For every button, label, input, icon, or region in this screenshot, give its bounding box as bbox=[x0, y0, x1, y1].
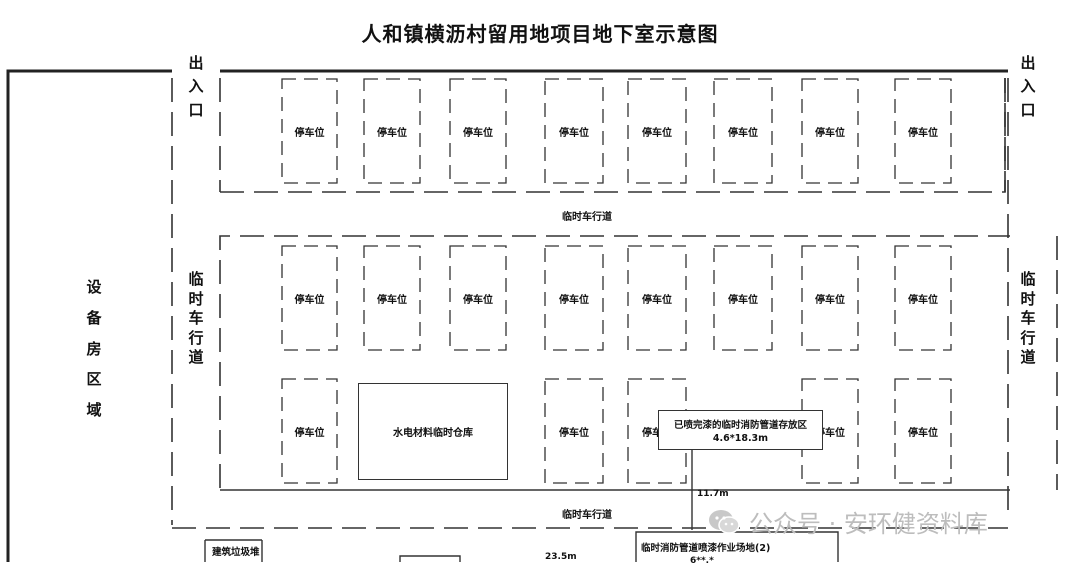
parking-space-label: 停车位 bbox=[294, 428, 325, 439]
garbage-label: 建筑垃圾堆 bbox=[212, 547, 260, 558]
parking-space-label: 停车位 bbox=[463, 128, 493, 139]
parking-space bbox=[894, 78, 952, 184]
parking-space-label: 停车位 bbox=[559, 428, 589, 439]
parking-space-label: 停车位 bbox=[815, 295, 845, 306]
entrance-right-label: 出入口 bbox=[1020, 54, 1036, 119]
parking-space-label: 停车位 bbox=[294, 295, 325, 306]
parking-space bbox=[363, 78, 421, 184]
parking-space bbox=[449, 78, 507, 184]
wechat-icon bbox=[709, 509, 740, 534]
dimension-23-5: 23.5m bbox=[545, 552, 577, 562]
lane-right-label: 临时车行道 bbox=[1020, 270, 1036, 366]
parking-space bbox=[544, 78, 604, 184]
parking-space-label: 停车位 bbox=[642, 295, 672, 306]
parking-space-label: 停车位 bbox=[908, 295, 938, 306]
parking-space-label: 停车位 bbox=[728, 128, 758, 139]
watermark: 公众号 · 安环健资料库 bbox=[707, 504, 988, 539]
spray-area-box bbox=[635, 531, 839, 562]
warehouse-box: 水电材料临时仓库 bbox=[358, 383, 508, 480]
parking-space-label: 停车位 bbox=[294, 128, 325, 139]
zone-top-boundary bbox=[220, 78, 1006, 193]
lane-bottom-label: 临时车行道 bbox=[562, 510, 612, 521]
pipe-storage-box: 已喷完漆的临时消防管道存放区 4.6*18.3m bbox=[658, 410, 823, 450]
parking-space-label: 停车位 bbox=[908, 428, 938, 439]
spray-area-label: 临时消防管道喷漆作业场地(2) bbox=[641, 543, 771, 554]
parking-space bbox=[449, 245, 507, 351]
parking-space bbox=[281, 245, 338, 351]
parking-space-label: 停车位 bbox=[642, 128, 672, 139]
pipe-storage-line2: 4.6*18.3m bbox=[712, 433, 769, 444]
lane-top-label: 临时车行道 bbox=[562, 212, 612, 223]
parking-space-label: 停车位 bbox=[463, 295, 493, 306]
parking-space bbox=[281, 78, 338, 184]
parking-space bbox=[801, 78, 859, 184]
parking-space bbox=[544, 245, 604, 351]
parking-space-label: 停车位 bbox=[815, 128, 845, 139]
parking-space-label: 停车位 bbox=[815, 428, 845, 439]
parking-space-label: 停车位 bbox=[559, 128, 589, 139]
pipe-storage-line1: 已喷完漆的临时消防管道存放区 bbox=[673, 420, 807, 431]
spray-area-value: 6**.* bbox=[690, 556, 714, 566]
parking-space bbox=[363, 245, 421, 351]
lower-center-box bbox=[399, 555, 461, 562]
parking-space-label: 停车位 bbox=[728, 295, 758, 306]
zone-middle-boundary bbox=[219, 235, 1010, 488]
parking-space-label: 停车位 bbox=[377, 295, 407, 306]
equipment-area-label: 设备房区域 bbox=[86, 278, 102, 419]
parking-space bbox=[894, 245, 952, 351]
parking-space bbox=[627, 245, 687, 351]
parking-space bbox=[281, 378, 338, 484]
parking-space bbox=[627, 78, 687, 184]
parking-space-label: 停车位 bbox=[908, 128, 938, 139]
parking-space bbox=[801, 245, 859, 351]
parking-space-label: 停车位 bbox=[559, 295, 589, 306]
warehouse-label: 水电材料临时仓库 bbox=[393, 428, 473, 439]
parking-space bbox=[894, 378, 952, 484]
parking-space bbox=[713, 78, 773, 184]
parking-space-label: 停车位 bbox=[642, 428, 672, 439]
parking-space-label: 停车位 bbox=[377, 128, 407, 139]
lane-left-label: 临时车行道 bbox=[188, 270, 204, 366]
outer-boundary bbox=[6, 69, 172, 562]
entrance-left-label: 出入口 bbox=[188, 54, 204, 119]
dimension-11-7: 11.7m bbox=[697, 489, 729, 499]
watermark-text: 公众号 · 安环健资料库 bbox=[749, 510, 988, 538]
parking-space bbox=[713, 245, 773, 351]
parking-space bbox=[544, 378, 604, 484]
diagram-title: 人和镇横沥村留用地项目地下室示意图 bbox=[361, 22, 719, 46]
